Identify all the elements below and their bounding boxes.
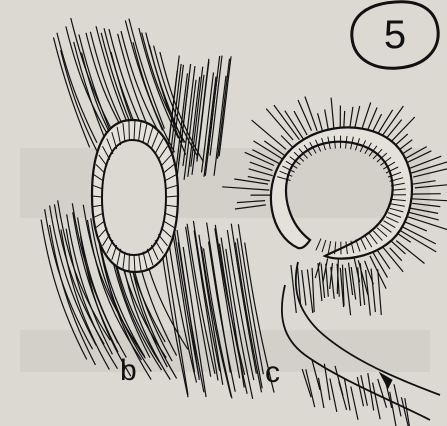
hair-stroke	[394, 384, 401, 416]
hair-stroke	[294, 111, 307, 135]
rim-hatch-stroke	[129, 121, 130, 141]
hair-stroke	[390, 392, 397, 426]
hair-stroke	[285, 111, 304, 140]
hair-stroke	[326, 264, 329, 297]
background-band	[20, 148, 430, 218]
hair-stroke	[319, 378, 324, 408]
hair-stroke	[376, 249, 390, 269]
hair-stroke	[371, 269, 375, 313]
hair-stroke	[302, 270, 306, 305]
hair-strokes-c	[222, 97, 447, 426]
panel-c-label: c	[265, 356, 280, 389]
hair-stroke	[349, 263, 353, 295]
hair-stroke	[306, 369, 315, 407]
hair-stroke	[66, 26, 109, 136]
hair-stroke	[252, 120, 286, 149]
hair-stroke	[405, 398, 411, 426]
hair-stroke	[331, 98, 334, 129]
hair-stroke	[45, 209, 93, 349]
panel-c: c	[222, 97, 447, 426]
hair-stroke	[318, 113, 323, 132]
hair-stroke	[197, 59, 209, 159]
hair-stroke	[298, 100, 312, 131]
rim-hatch-stroke	[328, 241, 331, 253]
hair-stroke	[219, 56, 231, 156]
hair-stroke	[351, 387, 358, 420]
panel-b-label: b	[120, 354, 137, 387]
hair-stroke	[360, 263, 365, 305]
hair-stroke	[358, 267, 361, 306]
hair-stroke	[351, 267, 356, 300]
hair-stroke	[305, 97, 317, 131]
figure-number: 5	[384, 13, 406, 57]
oval-inner-cavity	[102, 140, 166, 255]
hair-stroke	[373, 383, 381, 420]
hair-stroke	[165, 245, 188, 395]
hair-stroke	[366, 270, 371, 316]
hair-stroke	[167, 56, 179, 156]
rim-hatch-stroke	[316, 239, 321, 251]
rim-hatch-stroke	[129, 253, 130, 271]
hair-stroke	[330, 379, 337, 412]
rim-hatch-stroke	[322, 240, 326, 252]
hair-stroke	[331, 267, 334, 299]
figure-number-badge: 5	[352, 2, 438, 69]
